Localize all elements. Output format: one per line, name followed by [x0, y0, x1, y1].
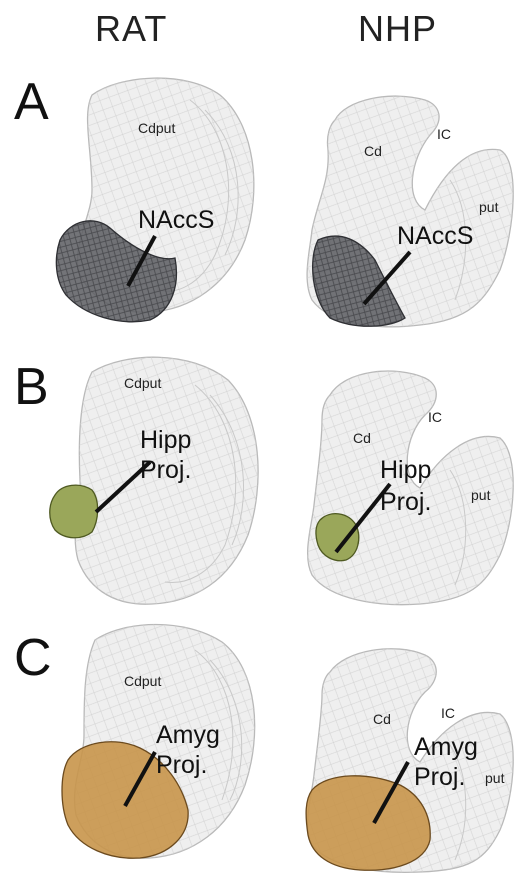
panel-b-rat: Cdput Hipp Proj. — [50, 357, 258, 604]
nhp-region-label-c-1: Amyg — [414, 733, 478, 761]
nhp-region-label-c-2: Proj. — [414, 763, 465, 791]
rat-cdput-label-b: Cdput — [124, 375, 161, 391]
rat-region-label-c-1: Amyg — [156, 721, 220, 749]
rat-cdput-label-a: Cdput — [138, 120, 175, 136]
panel-a-rat: Cdput NAccS — [56, 78, 254, 322]
panel-a-nhp: Cd IC put NAccS — [307, 96, 513, 327]
panel-b-nhp: Cd IC put Hipp Proj. — [308, 371, 514, 605]
nhp-region-label-b-2: Proj. — [380, 488, 431, 516]
nhp-put-label-b: put — [471, 487, 491, 503]
rat-cdput-label-c: Cdput — [124, 673, 161, 689]
nhp-region-label-b-1: Hipp — [380, 456, 431, 484]
panel-c-nhp: Cd IC put Amyg Proj. — [306, 649, 513, 873]
rat-region-label-b-1: Hipp — [140, 426, 191, 454]
nhp-ic-label-a: IC — [437, 126, 451, 142]
rat-hipp-region — [50, 485, 98, 538]
rat-region-label-a: NAccS — [138, 206, 214, 234]
nhp-cd-label-b: Cd — [353, 430, 371, 446]
rat-region-label-b-2: Proj. — [140, 456, 191, 484]
nhp-ic-label-c: IC — [441, 705, 455, 721]
nhp-cd-label-c: Cd — [373, 711, 391, 727]
panel-c-rat: Cdput Amyg Proj. — [62, 625, 255, 859]
rat-region-label-c-2: Proj. — [156, 751, 207, 779]
nhp-ic-label-b: IC — [428, 409, 442, 425]
nhp-cd-label-a: Cd — [364, 143, 382, 159]
nhp-put-label-a: put — [479, 199, 499, 215]
nhp-put-label-c: put — [485, 770, 505, 786]
nhp-region-label-a: NAccS — [397, 222, 473, 250]
